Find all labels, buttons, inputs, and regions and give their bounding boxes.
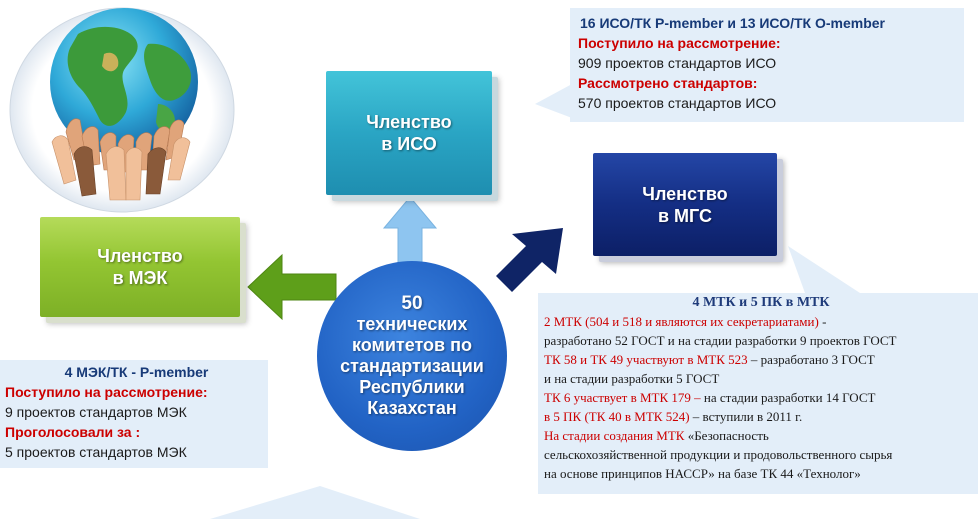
mgs-callout-row8: сельскохозяйственной продукции и продово… xyxy=(544,447,893,462)
mek-callout-voted-label: Проголосовали за : xyxy=(5,424,141,440)
iso-callout-reviewed-label: Рассмотрено стандартов: xyxy=(578,75,758,91)
mgs-row7-rest: «Безопасность xyxy=(684,428,769,443)
mgs-callout-header: 4 МТК и 5 ПК в МТК xyxy=(692,295,830,310)
mek-callout-voted-value: 5 проектов стандартов МЭК xyxy=(5,444,187,460)
iso-membership-box: Членство в ИСО xyxy=(326,71,492,195)
mgs-box-line1: Членство xyxy=(642,183,728,204)
mek-callout-received-label: Поступило на рассмотрение: xyxy=(5,384,208,400)
mgs-row3-red: ТК 58 и ТК 49 участвуют в МТК 523 xyxy=(544,352,748,367)
light-blue-arrow-up-icon xyxy=(382,196,438,271)
mgs-row3-rest: – разработано 3 ГОСТ xyxy=(747,352,875,367)
mek-box-line1: Членство xyxy=(97,246,183,266)
iso-callout-header: 16 ИСО/ТК P-member и 13 ИСО/ТК O-member xyxy=(580,15,885,31)
mek-membership-box: Членство в МЭК xyxy=(40,217,240,317)
iso-callout-received-label: Поступило на рассмотрение: xyxy=(578,35,781,51)
mgs-callout: 4 МТК и 5 ПК в МТК 2 МТК (504 и 518 и яв… xyxy=(538,293,978,494)
mgs-callout-row6: в 5 ПК (ТК 40 в МТК 524) – вступили в 20… xyxy=(544,407,978,426)
mgs-callout-row4: и на стадии разработки 5 ГОСТ xyxy=(544,371,720,386)
green-arrow-left-icon xyxy=(247,253,337,321)
mek-callout-header: 4 МЭК/ТК - P-member xyxy=(64,364,209,380)
navy-arrow-up-right-icon xyxy=(496,228,563,292)
mgs-membership-box: Членство в МГС xyxy=(593,153,777,256)
iso-box-line2: в ИСО xyxy=(381,134,437,154)
iso-callout-pointer xyxy=(535,84,572,118)
mek-box-line2: в МЭК xyxy=(112,268,168,288)
iso-callout-received-value: 909 проектов стандартов ИСО xyxy=(578,55,777,71)
mgs-row5-rest: на стадии разработки 14 ГОСТ xyxy=(700,390,876,405)
center-line4: стандартизации xyxy=(340,356,484,376)
mgs-callout-row3: ТК 58 и ТК 49 участвуют в МТК 523 – разр… xyxy=(544,350,978,369)
center-line1: 50 xyxy=(401,293,423,314)
center-line3: комитетов по xyxy=(351,335,472,355)
center-line6: Казахстан xyxy=(367,398,457,418)
mgs-callout-row9: на основе принципов НАССР» на базе ТК 44… xyxy=(544,466,861,481)
mgs-callout-row7: На стадии создания МТК «Безопасность xyxy=(544,426,978,445)
center-line2: технических xyxy=(356,314,468,334)
iso-box-line1: Членство xyxy=(366,112,452,132)
center-circle: 50 технических комитетов по стандартизац… xyxy=(317,261,507,451)
mgs-row5-red: ТК 6 участвует в МТК 179 – xyxy=(544,390,701,405)
mgs-callout-row1: 2 МТК (504 и 518 и являются их секретари… xyxy=(544,312,978,331)
mgs-row1-rest: - xyxy=(818,314,827,329)
mgs-row6-red: в 5 ПК (ТК 40 в МТК 524) xyxy=(544,409,690,424)
mgs-callout-row5: ТК 6 участвует в МТК 179 – на стадии раз… xyxy=(544,388,978,407)
mgs-row7-red: На стадии создания МТК xyxy=(544,428,685,443)
mgs-box-line2: в МГС xyxy=(657,205,713,226)
globe-with-hands-icon xyxy=(8,4,236,214)
bottom-callout-pointer xyxy=(210,486,420,519)
center-line5: Республики xyxy=(359,377,465,397)
mek-callout-received-value: 9 проектов стандартов МЭК xyxy=(5,404,187,420)
mgs-row1-red: 2 МТК (504 и 518 и являются их секретари… xyxy=(544,314,819,329)
mgs-callout-pointer xyxy=(788,246,860,293)
iso-callout-reviewed-value: 570 проектов стандартов ИСО xyxy=(578,95,777,111)
mgs-row6-rest: – вступили в 2011 г. xyxy=(689,409,803,424)
mek-callout: 4 МЭК/ТК - P-member Поступило на рассмот… xyxy=(0,360,268,468)
iso-callout: 16 ИСО/ТК P-member и 13 ИСО/ТК O-member … xyxy=(570,8,964,122)
mgs-callout-row2: разработано 52 ГОСТ и на стадии разработ… xyxy=(544,333,897,348)
